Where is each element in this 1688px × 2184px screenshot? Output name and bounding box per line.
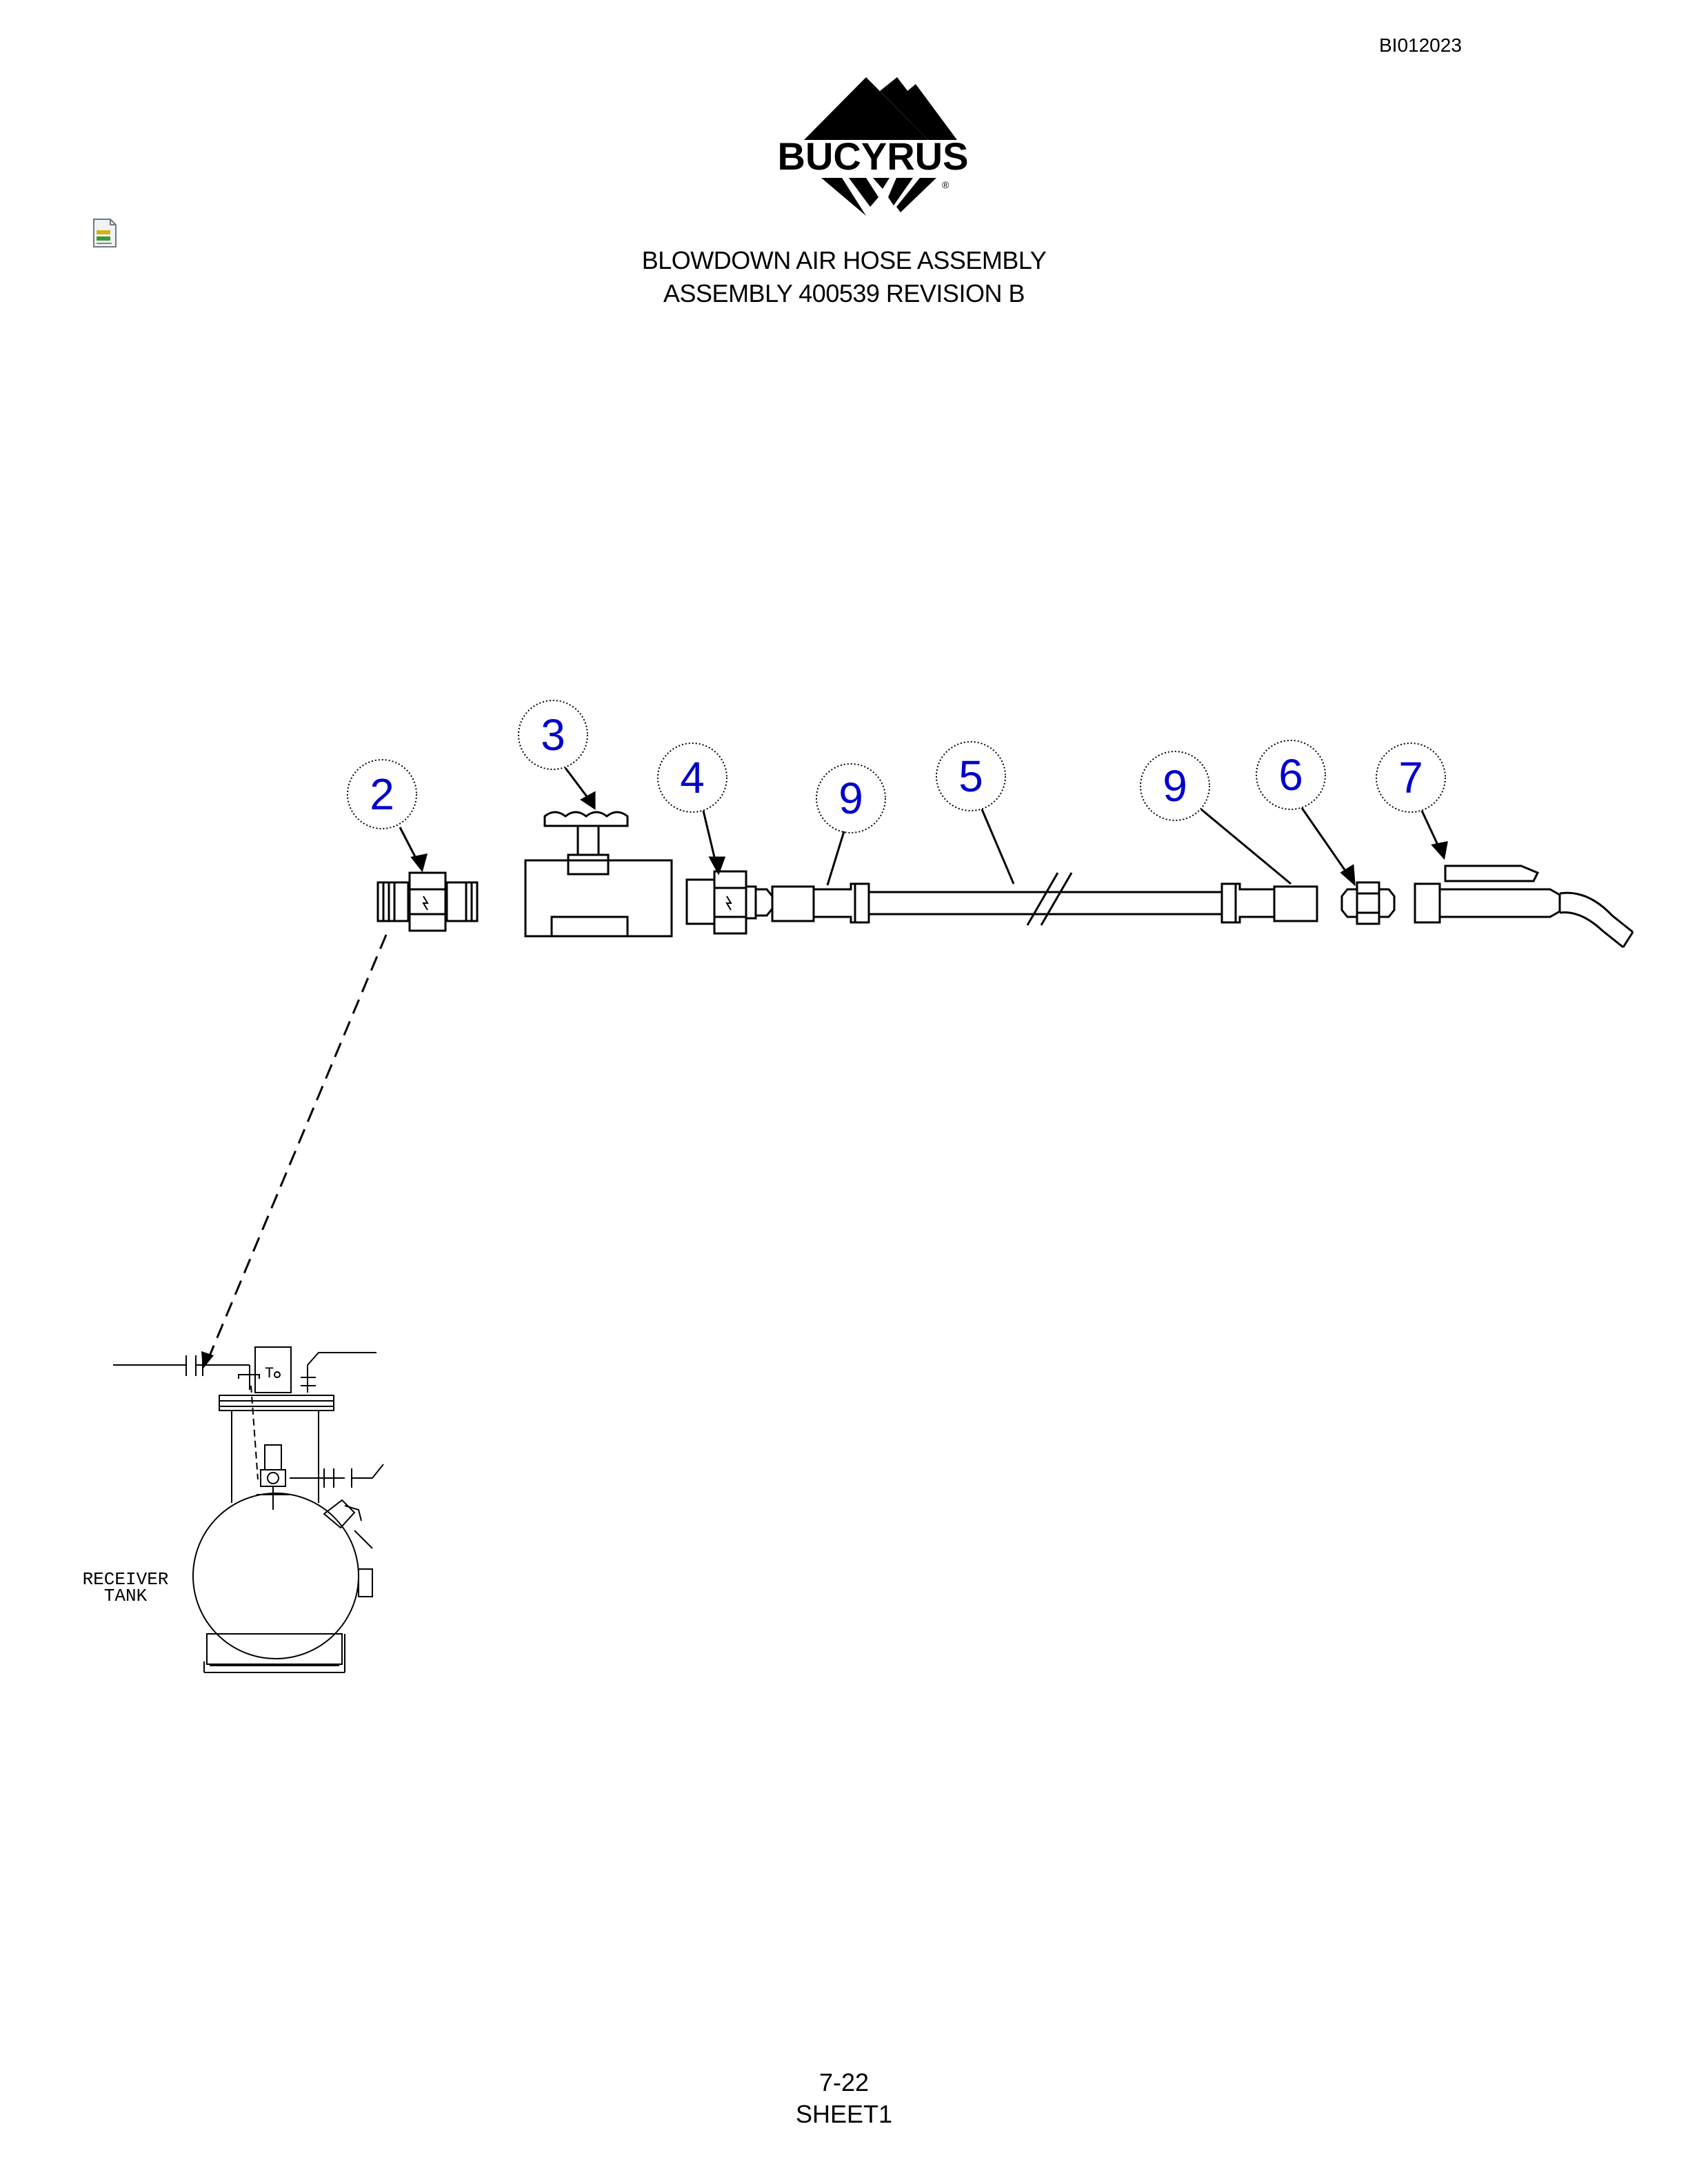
svg-text:RECEIVER: RECEIVER <box>83 1569 169 1590</box>
document-icon[interactable] <box>91 218 119 248</box>
callout-6: 6 <box>1256 740 1326 810</box>
drawing-title: BLOWDOWN AIR HOSE ASSEMBLY ASSEMBLY 4005… <box>0 244 1688 310</box>
svg-text:T: T <box>265 1365 274 1382</box>
title-line-1: BLOWDOWN AIR HOSE ASSEMBLY <box>641 246 1047 274</box>
title-line-2: ASSEMBLY 400539 REVISION B <box>663 279 1025 307</box>
callout-5: 5 <box>936 741 1006 811</box>
svg-text:9: 9 <box>1163 761 1187 811</box>
page-footer: 7-22 SHEET1 <box>0 2067 1688 2130</box>
document-code: BI012023 <box>1379 34 1462 56</box>
svg-text:6: 6 <box>1278 750 1303 800</box>
part-4-adapter <box>685 870 774 935</box>
svg-text:9: 9 <box>838 774 863 823</box>
part-6-nipple <box>1340 881 1396 925</box>
part-7-blow-gun <box>1414 865 1634 949</box>
svg-text:®: ® <box>942 179 950 190</box>
leader-lines <box>399 767 1448 887</box>
part-3-valve <box>524 811 673 938</box>
svg-text:TANK: TANK <box>104 1586 148 1606</box>
callout-4: 4 <box>657 742 727 813</box>
bucyrus-logo: BUCYRUS ® <box>778 77 969 216</box>
svg-text:3: 3 <box>541 710 565 760</box>
callout-9-right: 9 <box>1140 751 1210 821</box>
dashed-connection-line <box>205 934 388 1363</box>
svg-text:2: 2 <box>370 769 394 819</box>
sheet-number: SHEET1 <box>795 2100 893 2128</box>
svg-text:BUCYRUS: BUCYRUS <box>778 134 969 178</box>
callout-2: 2 <box>347 759 417 829</box>
receiver-tank: T <box>113 1346 384 1673</box>
receiver-tank-label: RECEIVER TANK <box>83 1569 169 1606</box>
part-2-hex-nipple <box>376 871 479 932</box>
callout-9-left: 9 <box>816 763 886 833</box>
svg-text:5: 5 <box>958 751 983 801</box>
svg-text:4: 4 <box>680 753 705 802</box>
callout-7: 7 <box>1376 742 1446 813</box>
callout-3: 3 <box>518 700 588 770</box>
page-number: 7-22 <box>818 2068 870 2096</box>
svg-text:7: 7 <box>1398 753 1423 802</box>
part-5-hose <box>771 872 1318 926</box>
